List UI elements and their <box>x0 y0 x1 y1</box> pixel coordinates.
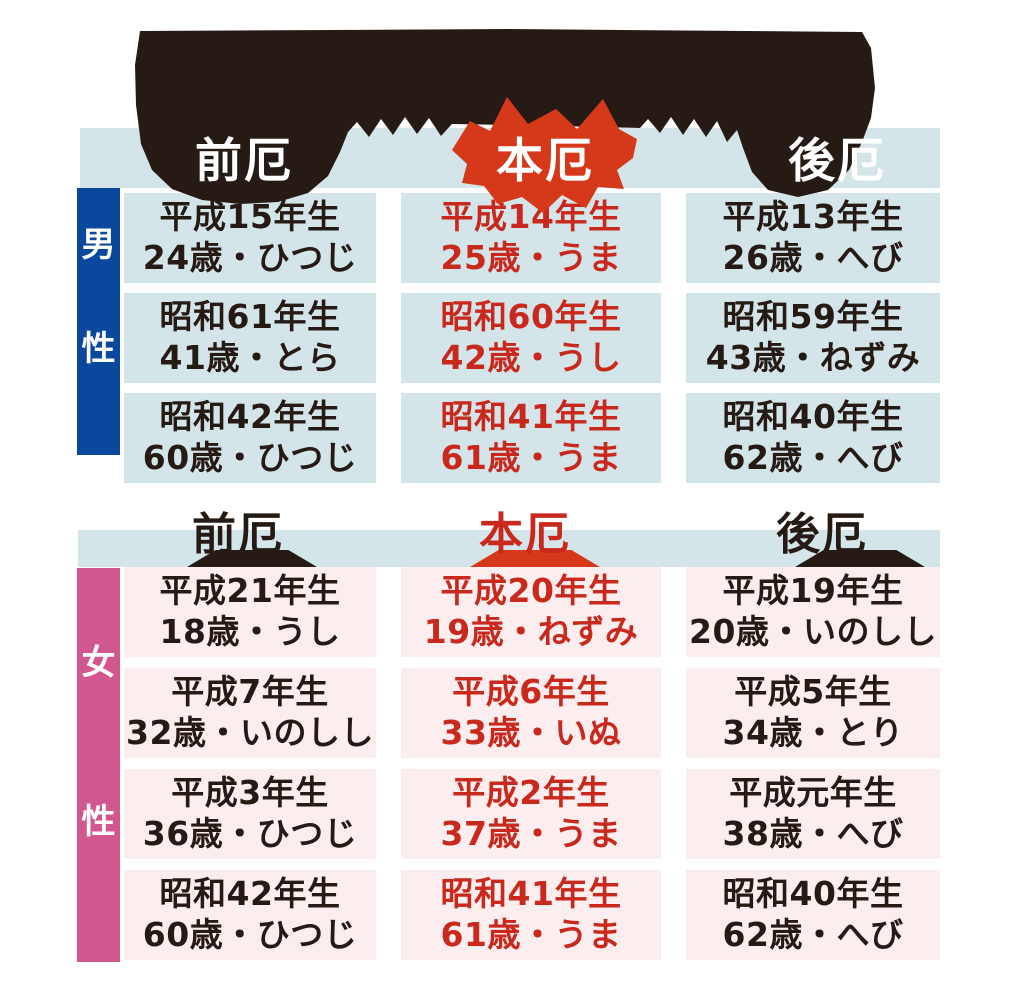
age-zodiac: 37歳・うま <box>440 814 622 853</box>
birth-year: 昭和59年生 <box>722 297 904 337</box>
title-banner-blob <box>135 29 875 213</box>
female-header-pennant-post <box>795 550 925 567</box>
birth-year: 平成21年生 <box>159 571 341 611</box>
birth-year: 昭和60年生 <box>440 297 622 337</box>
age-zodiac: 36歳・ひつじ <box>142 814 358 853</box>
table-cell: 昭和61年生 41歳・とら <box>124 293 376 383</box>
table-cell: 平成3年生 36歳・ひつじ <box>124 769 376 859</box>
table-cell: 昭和60年生 42歳・うし <box>401 293 661 383</box>
age-zodiac: 42歳・うし <box>440 338 622 377</box>
table-cell: 平成2年生 37歳・うま <box>401 769 661 859</box>
birth-year: 平成19年生 <box>722 571 904 611</box>
table-cell: 平成14年生 25歳・うま <box>401 193 661 283</box>
table-cell: 平成元年生 38歳・へび <box>686 769 940 859</box>
table-cell: 昭和59年生 43歳・ねずみ <box>686 293 940 383</box>
birth-year: 平成2年生 <box>452 773 610 813</box>
age-zodiac: 43歳・ねずみ <box>705 338 921 377</box>
birth-year: 昭和42年生 <box>159 874 341 914</box>
age-zodiac: 62歳・へび <box>722 438 904 477</box>
male-header-post-yaku: 後厄 <box>788 133 886 189</box>
table-cell: 平成15年生 24歳・ひつじ <box>124 193 376 283</box>
female-group-bar: 女 性 <box>77 568 120 962</box>
table-cell: 平成5年生 34歳・とり <box>686 668 940 758</box>
table-cell: 昭和40年生 62歳・へび <box>686 870 940 960</box>
age-zodiac: 38歳・へび <box>722 814 904 853</box>
table-cell: 昭和41年生 61歳・うま <box>401 393 661 483</box>
table-cell: 平成7年生 32歳・いのしし <box>124 668 376 758</box>
male-group-char-1: 男 <box>81 225 116 265</box>
female-header-pennant-pre <box>187 550 317 567</box>
birth-year: 昭和40年生 <box>722 874 904 914</box>
female-header-post-yaku: 後厄 <box>776 509 868 560</box>
age-zodiac: 61歳・うま <box>440 438 622 477</box>
table-cell: 平成19年生 20歳・いのしし <box>686 567 940 657</box>
age-zodiac: 34歳・とり <box>722 713 904 752</box>
age-zodiac: 60歳・ひつじ <box>142 438 358 477</box>
table-cell: 昭和42年生 60歳・ひつじ <box>124 870 376 960</box>
age-zodiac: 33歳・いぬ <box>440 713 622 752</box>
age-zodiac: 62歳・へび <box>722 915 904 954</box>
birth-year: 平成3年生 <box>171 773 329 813</box>
table-cell: 平成21年生 18歳・うし <box>124 567 376 657</box>
male-header-main-yaku: 本厄 <box>496 133 594 189</box>
age-zodiac: 20歳・いのしし <box>689 612 937 651</box>
table-cell: 平成6年生 33歳・いぬ <box>401 668 661 758</box>
female-group-char-2: 性 <box>81 802 116 842</box>
red-burst-shape <box>452 97 637 213</box>
age-zodiac: 18歳・うし <box>159 612 341 651</box>
table-cell: 平成13年生 26歳・へび <box>686 193 940 283</box>
age-zodiac: 61歳・うま <box>440 915 622 954</box>
age-zodiac: 26歳・へび <box>722 238 904 277</box>
female-table: 平成21年生 18歳・うし 平成20年生 19歳・ねずみ 平成19年生 20歳・… <box>124 567 940 960</box>
age-zodiac: 32歳・いのしし <box>126 713 374 752</box>
birth-year: 平成6年生 <box>452 672 610 712</box>
male-table: 平成15年生 24歳・ひつじ 平成14年生 25歳・うま 平成13年生 26歳・… <box>124 193 940 483</box>
birth-year: 昭和61年生 <box>159 297 341 337</box>
birth-year: 昭和41年生 <box>440 397 622 437</box>
age-zodiac: 41歳・とら <box>159 338 341 377</box>
age-zodiac: 19歳・ねずみ <box>423 612 639 651</box>
table-cell: 昭和41年生 61歳・うま <box>401 870 661 960</box>
birth-year: 昭和40年生 <box>722 397 904 437</box>
female-header-main-yaku: 本厄 <box>479 509 571 560</box>
age-zodiac: 25歳・うま <box>440 238 622 277</box>
birth-year: 平成元年生 <box>729 773 897 813</box>
female-group-char-1: 女 <box>81 643 116 683</box>
birth-year: 昭和41年生 <box>440 874 622 914</box>
table-cell: 平成20年生 19歳・ねずみ <box>401 567 661 657</box>
birth-year: 平成13年生 <box>722 197 904 237</box>
birth-year: 平成5年生 <box>734 672 892 712</box>
male-header-pre-yaku: 前厄 <box>195 133 293 189</box>
birth-year: 昭和42年生 <box>159 397 341 437</box>
age-zodiac: 60歳・ひつじ <box>142 915 358 954</box>
male-group-char-2: 性 <box>81 329 116 369</box>
table-cell: 昭和40年生 62歳・へび <box>686 393 940 483</box>
female-header-pennant-main <box>470 550 600 567</box>
birth-year: 平成15年生 <box>159 197 341 237</box>
birth-year: 平成20年生 <box>440 571 622 611</box>
age-zodiac: 24歳・ひつじ <box>142 238 358 277</box>
table-cell: 昭和42年生 60歳・ひつじ <box>124 393 376 483</box>
male-group-bar: 男 性 <box>77 188 120 455</box>
female-header-pre-yaku: 前厄 <box>192 509 284 560</box>
birth-year: 平成7年生 <box>171 672 329 712</box>
